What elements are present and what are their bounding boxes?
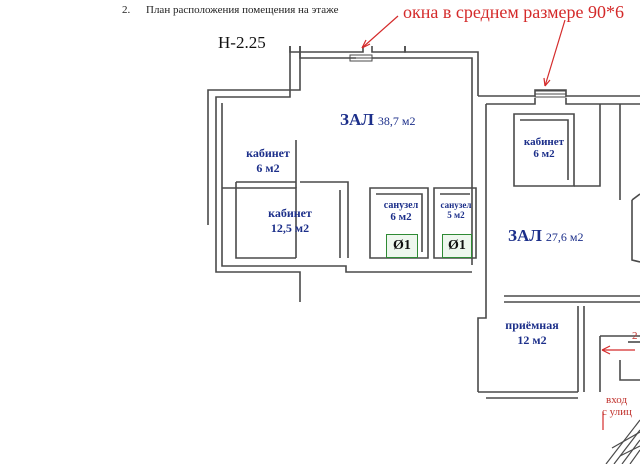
annotation-arrows [361, 15, 635, 430]
toilet-fixture-1: Ø1 [386, 234, 418, 258]
toilet-fixture-2: Ø1 [442, 234, 472, 258]
entrance-edge-mark: 2 [632, 330, 638, 342]
room-office-1-name: кабинет [246, 146, 290, 160]
room-office-1-area: 6 м2 [256, 161, 280, 175]
walls [207, 46, 640, 399]
room-hall-2-name: ЗАЛ [508, 226, 542, 245]
room-office-3-name: кабинет [523, 136, 565, 148]
room-office-3: кабинет 6 м2 [520, 136, 568, 160]
room-reception-name: приёмная [505, 318, 559, 332]
room-bathroom-1-name: санузел [383, 200, 419, 211]
room-hall-1-name: ЗАЛ [340, 110, 374, 129]
room-reception-area: 12 м2 [517, 333, 547, 347]
page-title: План расположения помещения на этаже [146, 4, 339, 16]
entrance-label-1: вход [606, 394, 628, 406]
room-hall-1-area: 38,7 м2 [377, 114, 416, 128]
room-office-2-area: 12,5 м2 [270, 221, 310, 235]
room-bathroom-2-area: 5 м2 [447, 210, 465, 220]
floor-code: Н-2.25 [218, 33, 266, 52]
room-office-2: кабинет 12,5 м2 [258, 206, 322, 236]
room-office-3-area: 6 м2 [533, 148, 555, 160]
room-office-1: кабинет 6 м2 [236, 146, 300, 176]
room-bathroom-2: санузел 5 м2 [436, 200, 476, 220]
entrance-label-2: с улиц [602, 406, 632, 418]
room-hall-1: ЗАЛ 38,7 м2 [340, 110, 416, 130]
room-reception: приёмная 12 м2 [500, 318, 564, 348]
room-hall-2: ЗАЛ 27,6 м2 [508, 226, 584, 246]
room-bathroom-2-name: санузел [440, 200, 472, 210]
room-hall-2-area: 27,6 м2 [545, 230, 584, 244]
room-bathroom-1-area: 6 м2 [390, 211, 412, 223]
room-bathroom-1: санузел 6 м2 [378, 200, 424, 223]
window-annotation: окна в среднем размере 90*6 [403, 2, 624, 22]
heading-number: 2. [122, 4, 131, 16]
staircase [605, 419, 640, 464]
room-office-2-name: кабинет [268, 206, 312, 220]
window-markers [349, 54, 567, 98]
